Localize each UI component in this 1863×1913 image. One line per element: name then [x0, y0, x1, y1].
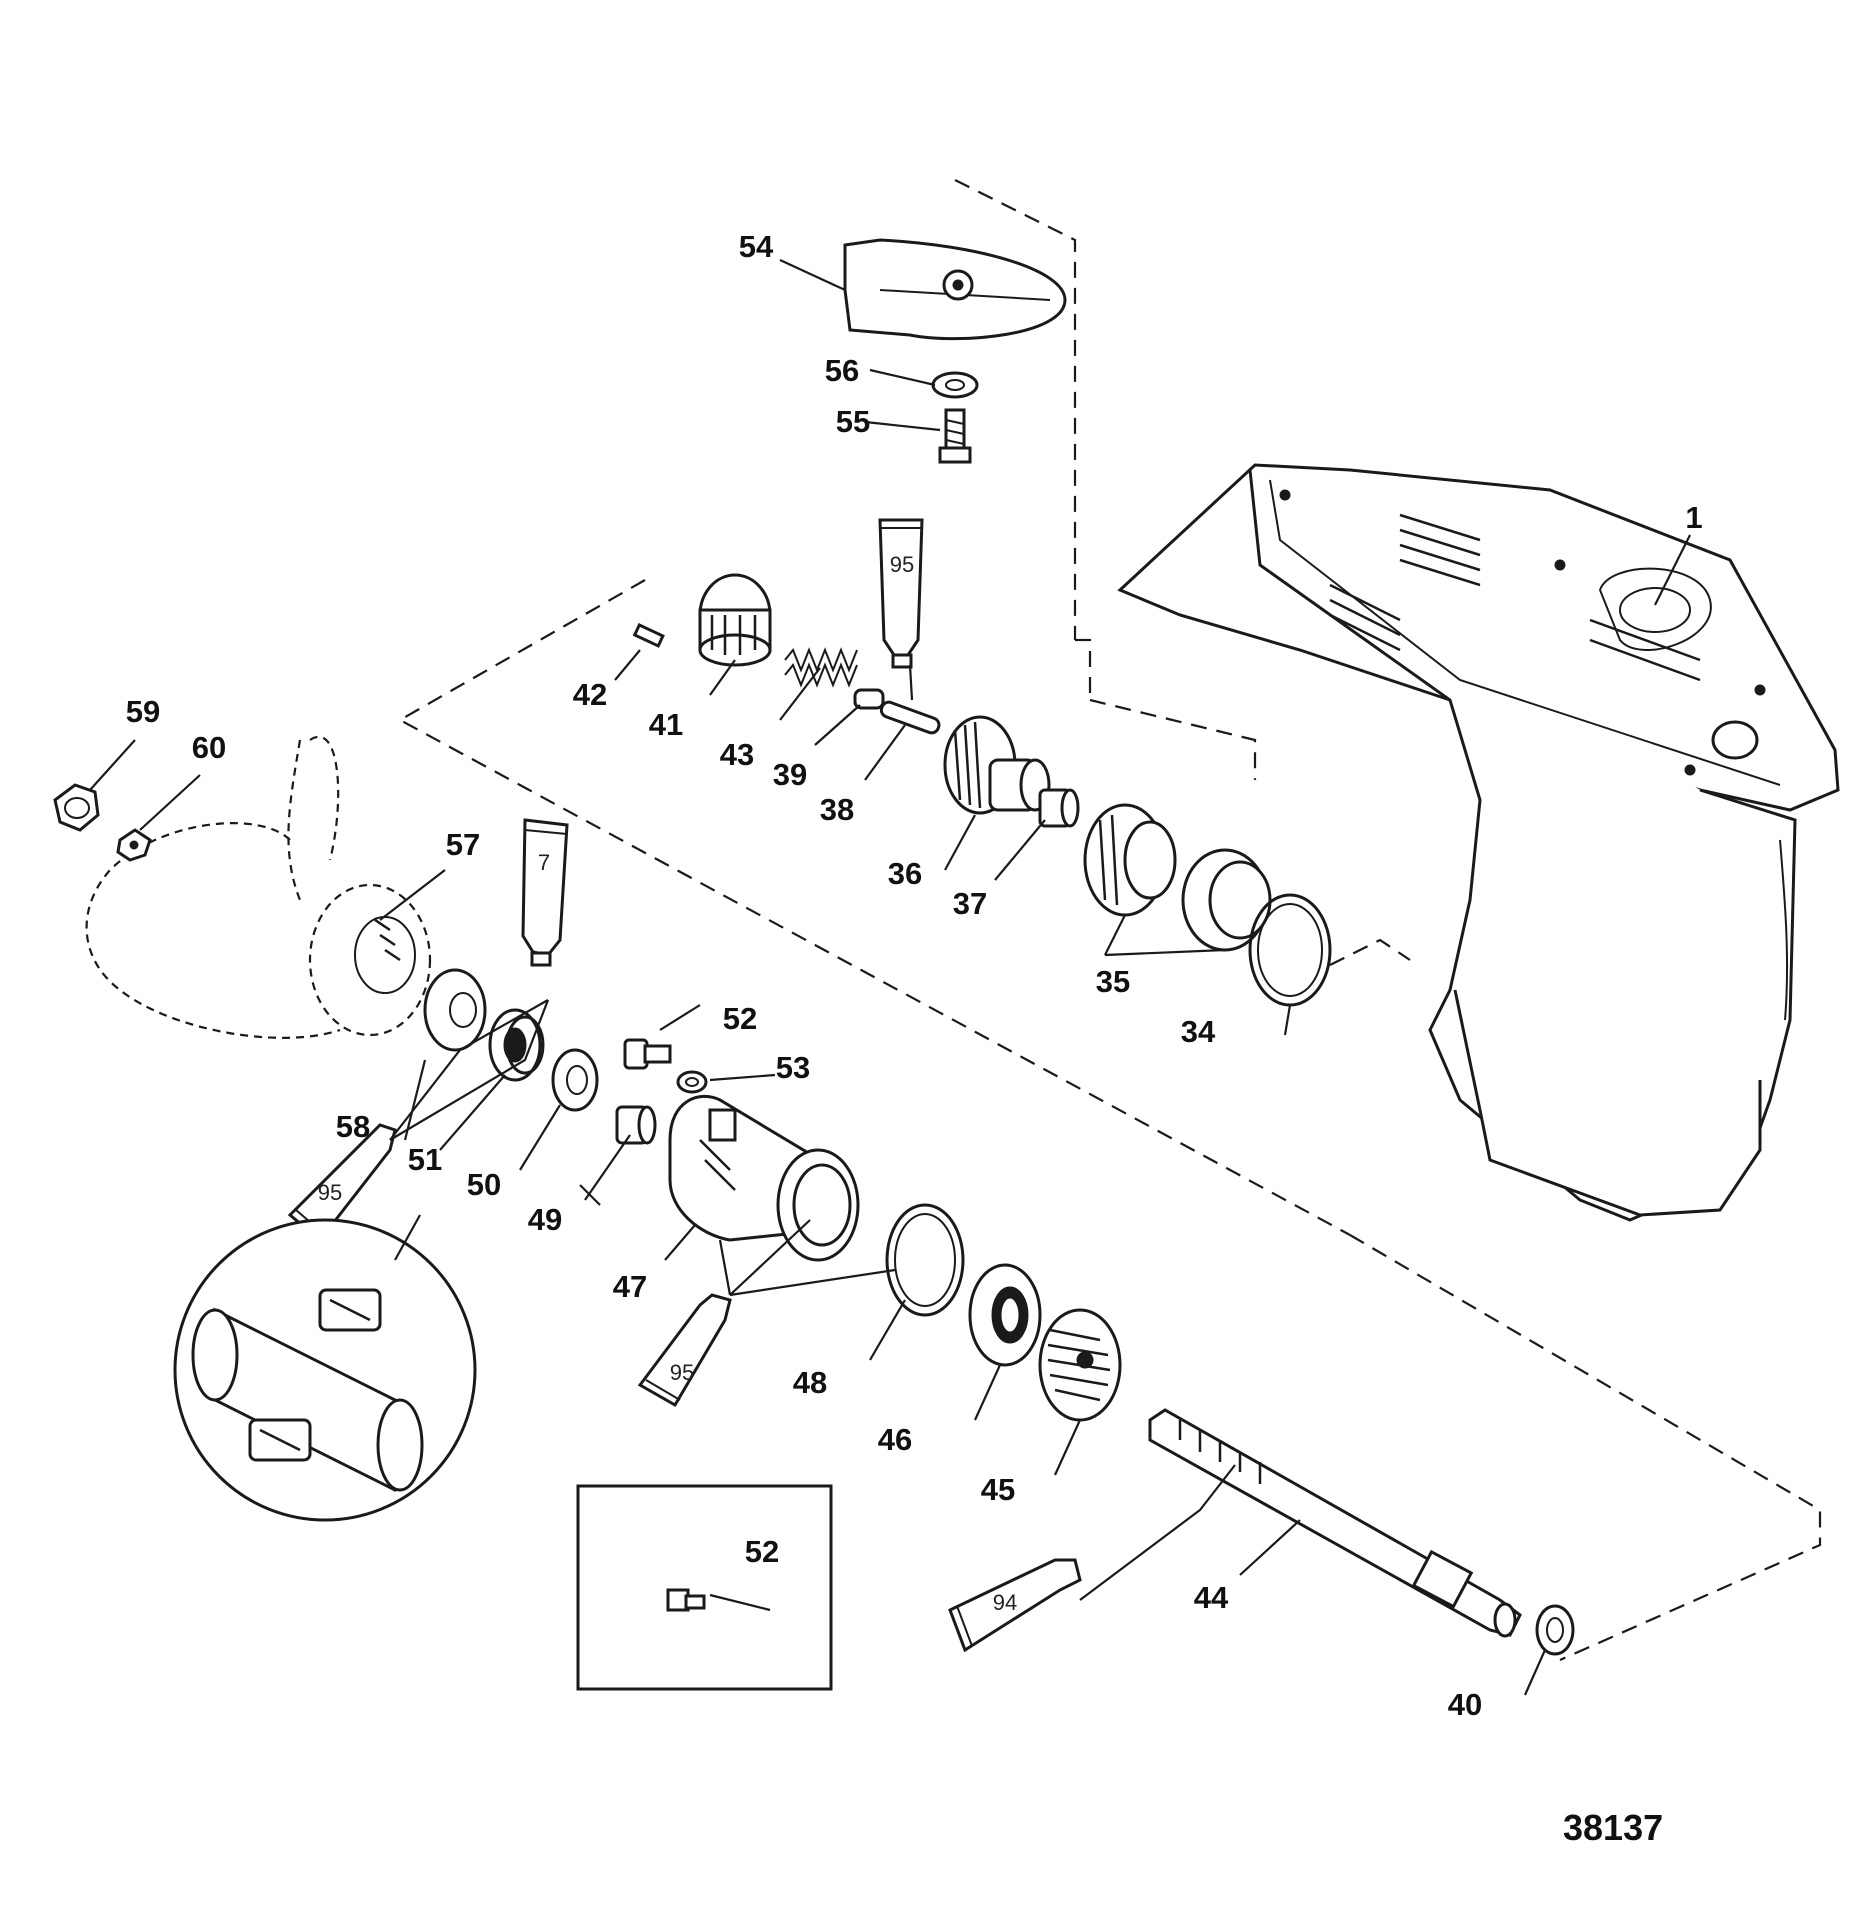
callout-45: 45: [981, 1472, 1015, 1507]
plunger-39: [853, 688, 885, 710]
callout-numbers: 1 34 35 36 37 38 39 40 41 42 43 44 45 46…: [126, 229, 1703, 1722]
oring-48: [885, 1203, 965, 1317]
sealant-tube-94: 94: [948, 1558, 1082, 1653]
callout-39: 39: [773, 757, 807, 792]
callout-57: 57: [446, 827, 480, 862]
assembly-boundary-lines: [397, 179, 1822, 1662]
callout-54: 54: [739, 229, 774, 264]
detail-view-circle: [173, 1218, 477, 1522]
figure-number: 38137: [1563, 1807, 1663, 1848]
seal-50: [551, 1048, 599, 1112]
sealant-tube-label: 94: [993, 1590, 1017, 1615]
bearing-49: [615, 1105, 657, 1145]
sealant-tube-95-left: 95: [287, 1123, 397, 1243]
callout-59: 59: [126, 694, 160, 729]
oring-34: [1248, 893, 1332, 1007]
gearcase-housing: [1117, 463, 1840, 1222]
propeller-outline: [85, 736, 432, 1039]
sealant-tube-7: 7: [521, 818, 569, 967]
pin-42: [632, 622, 665, 648]
sealant-tube-label: 95: [318, 1180, 342, 1205]
washer-53: [676, 1070, 708, 1094]
sealant-tube-95-top: 95: [878, 518, 924, 669]
screw-52: [623, 1038, 672, 1070]
callout-53: 53: [776, 1050, 810, 1085]
callout-51: 51: [408, 1142, 442, 1177]
anode-screw: [938, 408, 972, 464]
retainer-40: [1535, 1604, 1575, 1656]
propeller-shaft-44: [1148, 1408, 1522, 1638]
bearing-46: [968, 1263, 1042, 1367]
tab-washer-60: [116, 828, 152, 862]
callout-41: 41: [649, 707, 683, 742]
callout-36: 36: [888, 856, 922, 891]
leader-lines: [89, 259, 1691, 1696]
seal-51: [488, 1008, 545, 1082]
thrust-hub-58: [423, 968, 487, 1052]
anode-washer: [931, 371, 979, 399]
callout-49: 49: [528, 1202, 562, 1237]
bushing-37: [1038, 788, 1080, 828]
bearing-35: [1083, 803, 1272, 952]
sealant-tube-label: 95: [670, 1360, 694, 1385]
callout-40: 40: [1448, 1687, 1482, 1722]
callout-46: 46: [878, 1422, 912, 1457]
callout-43: 43: [720, 737, 754, 772]
callout-1: 1: [1685, 500, 1702, 535]
pin-38: [879, 700, 941, 735]
bearing-carrier-47: [668, 1094, 860, 1262]
callout-42: 42: [573, 677, 607, 712]
sealant-tube-label: 7: [538, 850, 550, 875]
callout-44: 44: [1194, 1580, 1229, 1615]
callout-34: 34: [1181, 1014, 1216, 1049]
callout-52-inset: 52: [745, 1534, 779, 1569]
callout-50: 50: [467, 1167, 501, 1202]
callout-55: 55: [836, 404, 870, 439]
callout-35: 35: [1096, 964, 1130, 999]
prop-nut-59: [53, 783, 100, 832]
sealant-tube-label: 95: [890, 552, 914, 577]
gear-36: [943, 715, 1051, 815]
clutch-41: [698, 573, 772, 667]
callout-47: 47: [613, 1269, 647, 1304]
anode-plate: [843, 238, 1067, 341]
callout-58: 58: [336, 1109, 370, 1144]
callout-48: 48: [793, 1365, 827, 1400]
sealant-tube-95-mid: 95: [637, 1293, 732, 1408]
callout-60: 60: [192, 730, 226, 765]
callout-52-main: 52: [723, 1001, 757, 1036]
callout-37: 37: [953, 886, 987, 921]
inset-box: [576, 1484, 833, 1691]
callout-38: 38: [820, 792, 854, 827]
gear-45: [1038, 1308, 1122, 1422]
spring-43: [784, 647, 858, 688]
callout-56: 56: [825, 353, 859, 388]
